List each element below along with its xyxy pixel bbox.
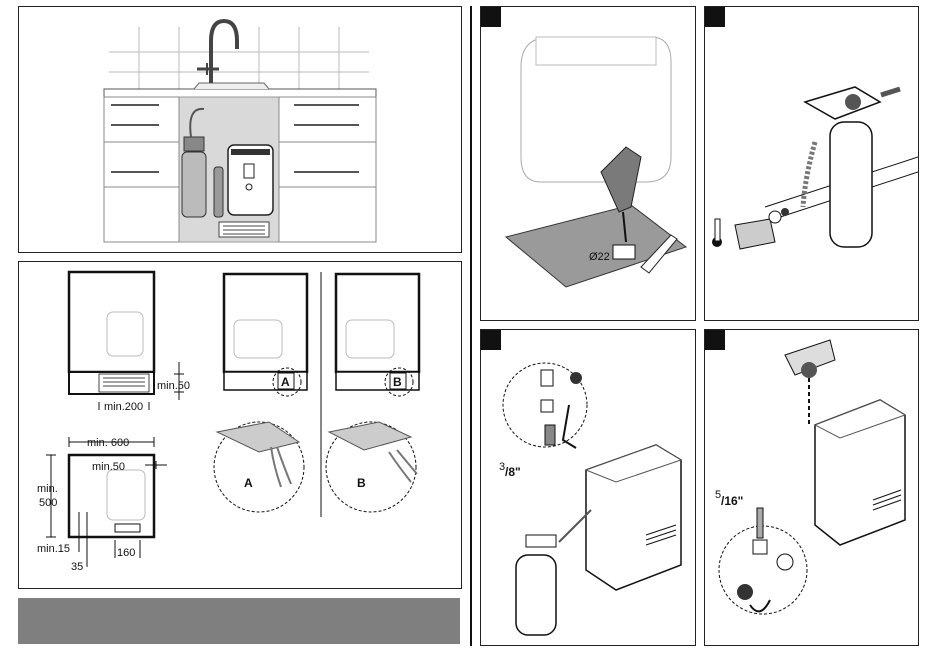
filter-cartridge-icon [516, 555, 556, 635]
plinth-vent-grille [99, 374, 149, 392]
valve-icon [735, 219, 775, 249]
hose38-drawing: 3 /8" [481, 330, 695, 645]
dim-35: 35 [71, 561, 83, 573]
dimensions-drawing: min.50 min.200 min. 600 min.50 min. 500 … [19, 262, 461, 588]
dim-min200: min.200 [104, 401, 143, 413]
step-filter-panel [704, 6, 919, 321]
step-hose516-panel: 5 /16" [704, 329, 919, 646]
page-divider [470, 6, 472, 646]
overview-panel [18, 6, 462, 253]
filter-cartridge-icon [830, 122, 872, 247]
variant-a-detail-label: A [244, 476, 253, 490]
hose516-detail-circle [719, 526, 807, 614]
filter-valve-drawing [705, 7, 918, 320]
step-hose38-panel: 3 /8" [480, 329, 696, 646]
dimensions-panel: min.50 min.200 min. 600 min.50 min. 500 … [18, 261, 462, 589]
dim-min50-side: min.50 [92, 461, 125, 473]
hose516-size-den: /16" [721, 494, 743, 508]
footer-bar [18, 598, 460, 644]
dim-min15: min.15 [37, 543, 70, 555]
dim-160: 160 [117, 547, 135, 559]
variant-a-tag: A [281, 375, 290, 389]
tap-connector-icon [801, 362, 817, 378]
hose516-drawing: 5 /16" [705, 330, 918, 645]
step-drill-panel: Ø22 [480, 6, 696, 321]
drill-drawing: Ø22 [481, 7, 695, 320]
hole-diameter-label: Ø22 [589, 251, 610, 263]
variant-b-tag: B [393, 375, 402, 389]
variant-b-detail-label: B [357, 476, 366, 490]
kitchen-installation-drawing [19, 7, 461, 252]
dim-min600: min. 600 [87, 437, 129, 449]
hose38-size-den: /8" [505, 465, 521, 479]
dim-min50-vent: min.50 [157, 380, 190, 392]
dim-min500-label: min. [37, 483, 58, 495]
dim-min500-value: 500 [39, 497, 57, 509]
